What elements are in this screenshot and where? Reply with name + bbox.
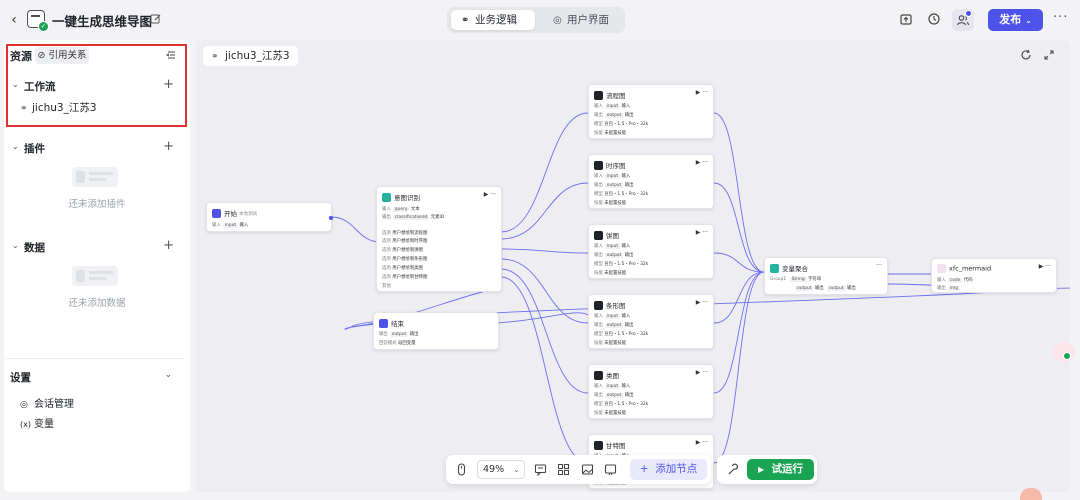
empty-data-illustration <box>72 266 118 286</box>
data-empty-text: 还未添加数据 <box>68 298 126 309</box>
settings-section-header[interactable]: 设置 ⌄ <box>10 370 172 384</box>
node-controls[interactable]: ▶ ··· <box>695 369 708 376</box>
minimap-icon[interactable] <box>604 463 617 476</box>
workflow-item[interactable]: ⚭jichu3_江苏3 <box>20 102 97 114</box>
add-workflow-icon[interactable]: + <box>163 77 174 92</box>
image-icon[interactable] <box>581 463 594 476</box>
chevron-down-icon: ⌄ <box>1025 16 1032 25</box>
chevron-down-icon: ⌄ <box>164 370 172 380</box>
zoom-select[interactable]: 49%⌄ <box>477 460 525 479</box>
workflow-edges <box>330 112 1070 464</box>
collaborators-button[interactable] <box>952 9 974 31</box>
node-controls[interactable]: ▶ ··· <box>695 89 708 96</box>
tab-user-interface[interactable]: ◎用户界面 <box>543 10 621 30</box>
empty-plugin-illustration <box>72 167 118 187</box>
node-controls[interactable]: ··· <box>876 262 882 269</box>
resources-heading: 资源 <box>10 50 32 63</box>
app-title: 一键生成思维导图 <box>52 14 153 29</box>
more-options-icon[interactable]: ··· <box>1053 10 1069 25</box>
fullscreen-icon[interactable] <box>1043 49 1055 61</box>
merge-icon <box>770 263 779 273</box>
publish-button[interactable]: 发布 ⌄ <box>988 9 1043 31</box>
app-icon: ✓ <box>27 10 49 32</box>
workflow-icon: ⚭ <box>211 52 219 62</box>
back-arrow-icon[interactable]: ‹ <box>11 12 17 28</box>
data-section-header[interactable]: ⌄ 数据 + <box>12 238 174 254</box>
variable-merge-node[interactable]: 变量聚合 ··· Group1 String 字符串 output 输出 out… <box>764 257 888 295</box>
intent-icon <box>382 192 391 202</box>
wrench-icon[interactable] <box>726 463 739 476</box>
llm-icon <box>594 300 603 310</box>
refresh-icon[interactable] <box>1020 49 1032 61</box>
node-controls[interactable]: ▶ ··· <box>1038 263 1051 270</box>
canvas-toolbar: 49%⌄ + 添加节点 <box>446 455 711 484</box>
people-icon <box>956 15 969 26</box>
mouse-icon[interactable] <box>455 463 468 476</box>
node-controls[interactable]: ▶ ··· <box>695 159 708 166</box>
llm-icon <box>594 230 603 240</box>
variable-icon: (x) <box>20 420 31 429</box>
chevron-down-icon: ⌄ <box>12 241 19 250</box>
upload-icon[interactable] <box>899 12 913 26</box>
end-icon <box>379 318 388 328</box>
plus-icon: + <box>639 463 649 475</box>
test-run-button[interactable]: ▶ 试运行 <box>747 459 814 480</box>
chat-icon: ◎ <box>20 400 28 410</box>
plugin-icon <box>937 264 946 273</box>
run-toolbar: ▶ 试运行 <box>717 455 817 484</box>
play-icon: ▶ <box>758 465 765 474</box>
chevron-down-icon: ⌄ <box>12 142 19 151</box>
node-controls[interactable]: ▶ ··· <box>695 439 708 446</box>
settings-item-session[interactable]: ◎会话管理 <box>20 399 74 410</box>
workflow-icon: ⚭ <box>20 104 28 114</box>
add-node-button[interactable]: + 添加节点 <box>630 459 707 480</box>
tab-business-logic[interactable]: ⚭业务逻辑 <box>451 10 535 30</box>
grid-layout-icon[interactable] <box>557 463 570 476</box>
sidebar-divider <box>6 358 184 359</box>
top-bar: ‹ ✓ 一键生成思维导图 ⚭业务逻辑 ◎用户界面 发布 ⌄ ··· <box>0 0 1080 40</box>
assistant-avatar[interactable] <box>1053 342 1075 362</box>
node-controls[interactable]: ▶ ··· <box>483 191 496 198</box>
start-icon <box>212 208 221 218</box>
palette-icon: ◎ <box>553 15 562 26</box>
settings-item-variables[interactable]: (x)变量 <box>20 419 54 430</box>
view-switcher: ⚭业务逻辑 ◎用户界面 <box>447 7 625 33</box>
llm-icon <box>594 440 603 450</box>
published-check-icon: ✓ <box>38 21 49 32</box>
workflow-icon: ⚭ <box>461 15 470 26</box>
notification-dot <box>965 10 972 17</box>
canvas-breadcrumb: ⚭jichu3_江苏3 <box>203 46 298 66</box>
edit-icon[interactable] <box>150 13 162 25</box>
comment-icon[interactable] <box>534 463 547 476</box>
llm-icon <box>594 90 603 100</box>
chevron-down-icon: ⌄ <box>12 80 19 89</box>
history-icon[interactable] <box>927 12 941 26</box>
llm-icon <box>594 160 603 170</box>
reference-relations-button[interactable]: ⊘ 引用关系 <box>35 47 89 64</box>
collapse-sidebar-icon[interactable] <box>166 50 176 60</box>
plugin-section-header[interactable]: ⌄ 插件 + <box>12 139 174 155</box>
add-plugin-icon[interactable]: + <box>163 139 174 154</box>
link-icon: ⊘ <box>37 50 46 61</box>
node-controls[interactable]: ▶ ··· <box>695 229 708 236</box>
chevron-down-icon: ⌄ <box>513 465 520 474</box>
workflow-section-header[interactable]: ⌄ 工作流 + <box>12 77 174 93</box>
floating-helper-avatar[interactable] <box>1020 488 1042 500</box>
llm-icon <box>594 370 603 380</box>
add-data-icon[interactable]: + <box>163 238 174 253</box>
plugin-empty-text: 还未添加插件 <box>68 199 126 210</box>
node-controls[interactable]: ▶ ··· <box>695 299 708 306</box>
